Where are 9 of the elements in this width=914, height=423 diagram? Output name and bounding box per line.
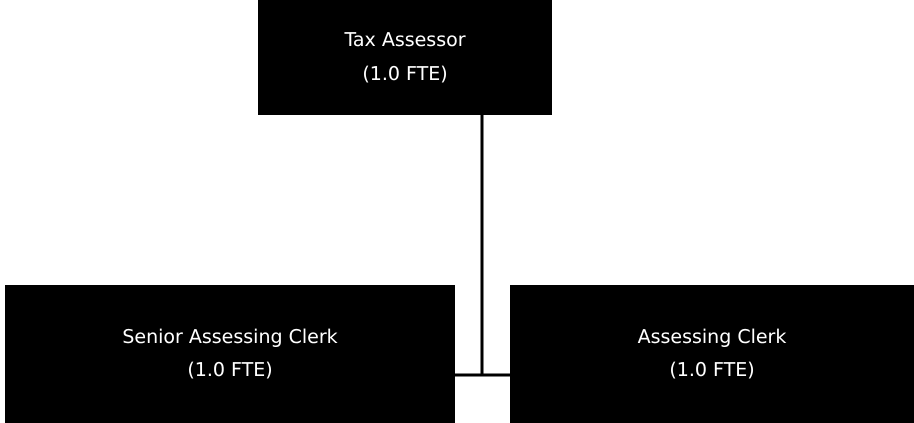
- fte-count: (1.0 FTE): [362, 62, 448, 86]
- role-title: Assessing Clerk: [638, 324, 786, 350]
- org-box: [258, 0, 552, 115]
- fte-count: (1.0 FTE): [187, 358, 273, 383]
- org-box: [5, 285, 455, 423]
- role-title: Senior Assessing Clerk: [122, 324, 338, 350]
- fte-count: (1.0 FTE): [669, 358, 755, 383]
- role-title: Tax Assessor: [344, 28, 466, 54]
- org-box: [510, 285, 914, 423]
